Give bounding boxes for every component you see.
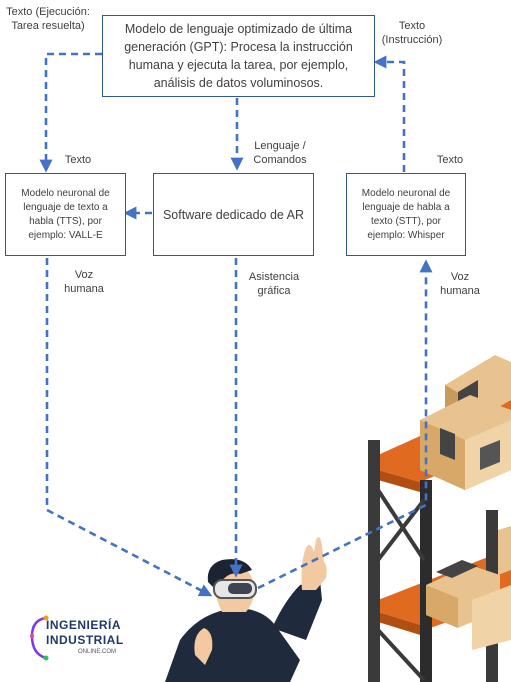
arrow-tts-to-person <box>45 258 213 597</box>
logo-line-2: INDUSTRIAL <box>46 633 124 647</box>
logo-line-1: INGENIERÍA <box>46 618 122 632</box>
node-stt-label: Modelo neuronal de lenguaje de habla a t… <box>361 187 451 241</box>
box-stack-top <box>420 355 511 490</box>
edge-label-voz-out: Voz humana <box>64 269 104 295</box>
node-ar-label: Software dedicado de AR <box>162 207 305 222</box>
logo-line-3: ONLINE.COM <box>78 649 117 655</box>
node-gpt: Modelo de lenguaje optimizado de última … <box>102 15 375 97</box>
node-ar: Software dedicado de AR <box>153 173 314 256</box>
node-gpt-label: Modelo de lenguaje optimizado de última … <box>124 22 353 90</box>
edge-label-texto-tts: Texto <box>64 154 92 166</box>
edge-label-voz-in: Voz humana <box>440 271 480 297</box>
brand-logo: INGENIERÍA INDUSTRIAL ONLINE.COM <box>28 612 138 668</box>
arrow-stt-to-gpt <box>373 55 406 172</box>
arrow-gpt-to-tts <box>39 52 102 173</box>
node-tts: Modelo neuronal de lenguaje de texto a h… <box>5 173 126 256</box>
arrow-person-to-stt <box>257 259 433 590</box>
edge-label-instruccion: Texto (Instrucción) <box>381 20 443 46</box>
circuit-logo-icon <box>29 615 49 661</box>
edge-label-asistencia: Asistencia gráfica <box>248 271 300 297</box>
edge-label-lenguaje: Lenguaje / Comandos <box>253 140 307 166</box>
node-tts-label: Modelo neuronal de lenguaje de texto a h… <box>21 187 110 241</box>
box-stack-bottom <box>426 526 511 650</box>
edge-label-texto-stt: Texto <box>436 154 464 166</box>
node-stt: Modelo neuronal de lenguaje de habla a t… <box>346 173 466 256</box>
edge-label-ejecucion: Texto (Ejecución: Tarea resuelta) <box>6 6 90 32</box>
